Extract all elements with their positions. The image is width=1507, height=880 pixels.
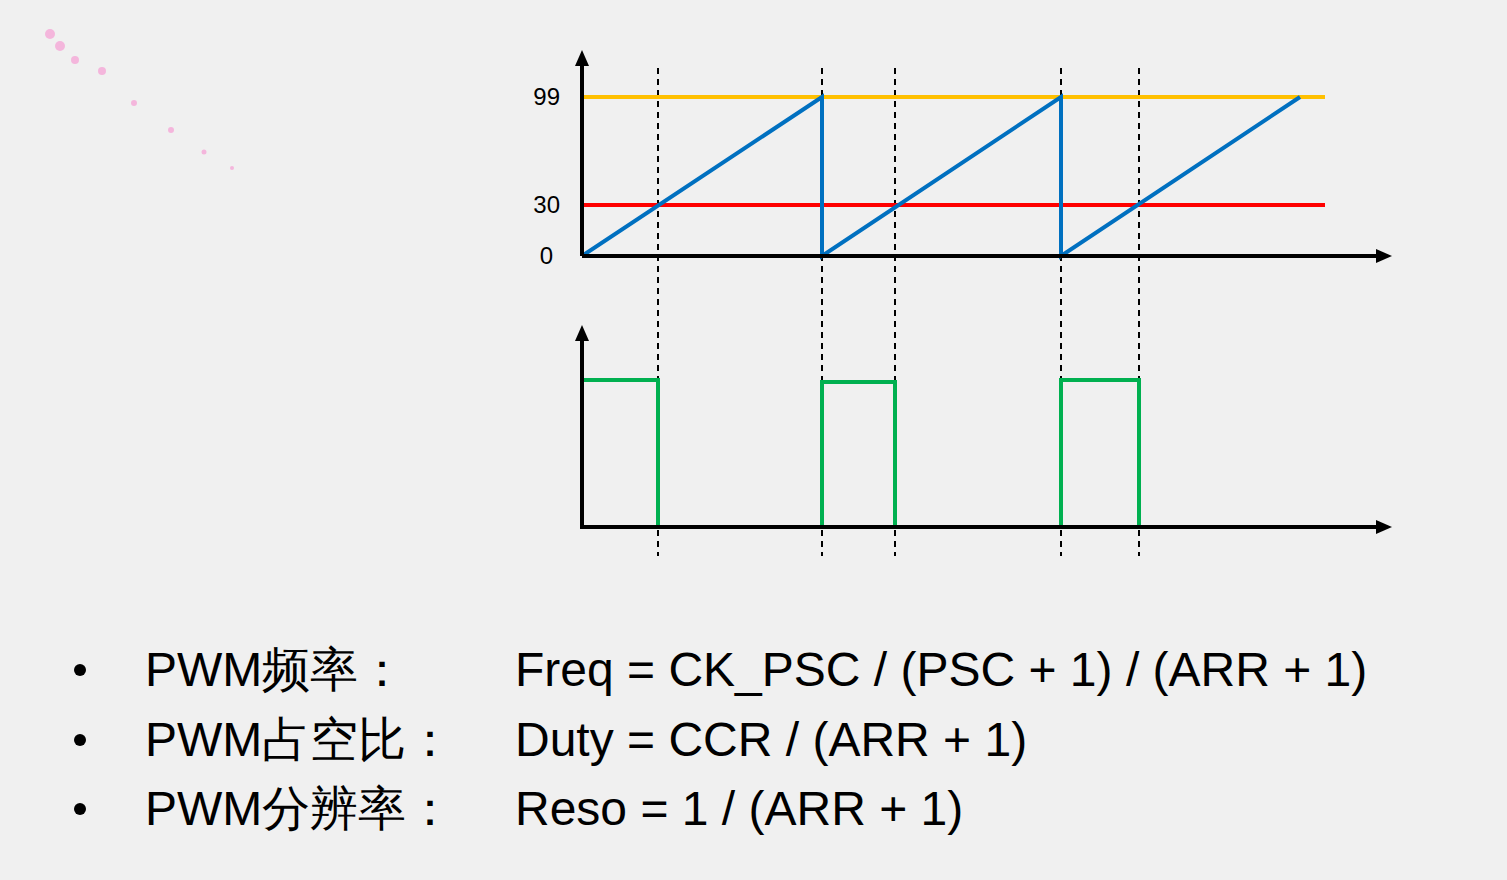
formula: Freq = CK_PSC / (PSC + 1) / (ARR + 1) [515, 641, 1367, 699]
arr-line [582, 95, 1325, 99]
dashed-guides [658, 68, 1139, 556]
pwm-output [582, 380, 1305, 527]
bullets [74, 664, 86, 815]
counter-sawtooth [582, 97, 1300, 256]
decor-dots [45, 29, 234, 170]
formula: Reso = 1 / (ARR + 1) [515, 780, 963, 838]
ccr-line [582, 203, 1325, 207]
tick-label: 30 [533, 191, 560, 220]
formula-name: PWM占空比： [145, 711, 454, 769]
formula-name: PWM频率： [145, 641, 406, 699]
formula-name: PWM分辨率： [145, 780, 454, 838]
tick-label: 99 [533, 83, 560, 112]
axes [575, 50, 1392, 534]
tick-label: 0 [540, 242, 553, 271]
formula: Duty = CCR / (ARR + 1) [515, 711, 1027, 769]
